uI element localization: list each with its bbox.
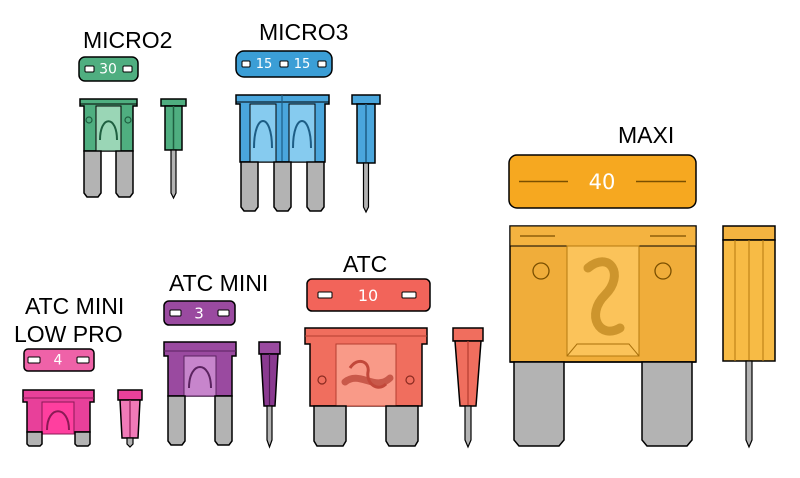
micro3-fuse: 15 15 [235, 50, 381, 214]
label-micro2: MICRO2 [83, 27, 173, 53]
atc-rating: 10 [358, 286, 378, 305]
micro3-rating-left: 15 [256, 57, 273, 72]
label-atc: ATC [343, 251, 388, 277]
atc-mini-rating: 3 [194, 305, 204, 323]
micro2-fuse: 30 [78, 56, 187, 200]
maxi-rating: 40 [589, 170, 616, 194]
micro3-rating-right: 15 [294, 57, 311, 72]
micro2-rating: 30 [99, 62, 117, 78]
label-atc-mini: ATC MINI [169, 270, 269, 296]
maxi-fuse: 40 [508, 154, 776, 449]
label-atc-mini-low-pro-line2: LOW PRO [14, 321, 123, 347]
label-micro3: MICRO3 [259, 19, 349, 45]
atc-fuse: 10 [304, 278, 484, 449]
atc-mini-low-pro-rating: 4 [54, 353, 63, 369]
label-maxi: MAXI [618, 122, 675, 148]
atc-mini-fuse: 3 [163, 300, 281, 449]
label-atc-mini-low-pro-line1: ATC MINI [25, 293, 125, 319]
atc-mini-low-pro-fuse: 4 [22, 348, 143, 448]
